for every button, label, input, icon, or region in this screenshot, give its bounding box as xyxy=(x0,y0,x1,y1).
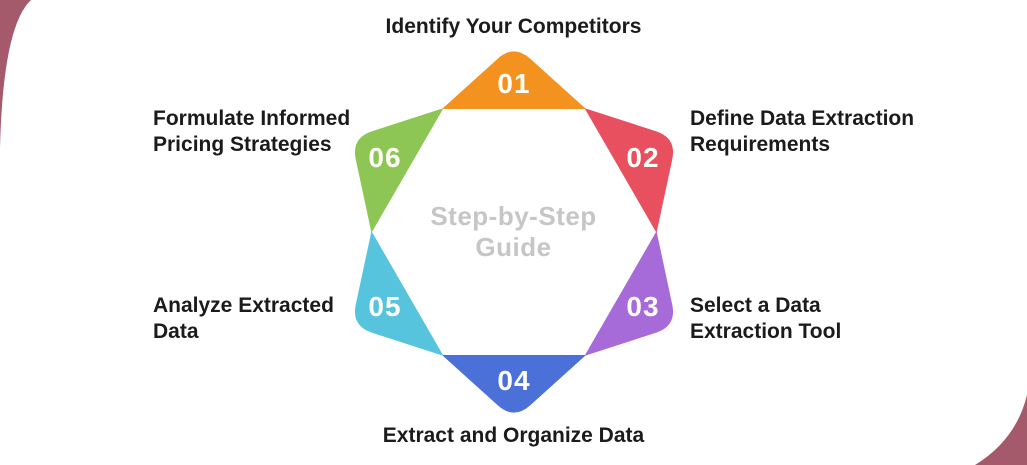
step-06-label-line-1: Formulate Informed xyxy=(153,107,351,130)
center-title-line-1: Step-by-Step xyxy=(430,201,597,231)
step-04-label-line-1: Extract and Organize Data xyxy=(382,424,645,447)
step-02-label-line-2: Requirements xyxy=(690,133,831,156)
step-01-label: Identify Your Competitors xyxy=(0,14,1027,40)
corner-decoration-bottom-right xyxy=(975,395,1027,465)
step-01-number-badge: 01 xyxy=(497,68,531,99)
step-06-number-badge: 06 xyxy=(368,142,402,173)
step-03-label-line-1: Select a Data xyxy=(690,294,821,317)
step-04-label: Extract and Organize Data xyxy=(0,423,1027,449)
corner-decoration-top-left xyxy=(0,0,31,148)
center-title-line-2: Guide xyxy=(475,232,552,262)
step-06-label-line-2: Pricing Strategies xyxy=(153,133,332,156)
step-02-label-line-1: Define Data Extraction xyxy=(690,107,915,130)
step-03-label: Select a Data Extraction Tool xyxy=(690,293,841,345)
center-title: Step-by-Step Guide xyxy=(0,201,1027,263)
step-03-triangle xyxy=(584,231,673,356)
step-04-number-badge: 04 xyxy=(497,365,531,396)
step-02-triangle xyxy=(584,108,673,233)
step-05-label: Analyze Extracted Data xyxy=(153,293,334,345)
step-02-number-badge: 02 xyxy=(626,142,660,173)
step-03-label-line-2: Extraction Tool xyxy=(690,320,842,343)
step-05-number-badge: 05 xyxy=(368,291,402,322)
step-06-label: Formulate Informed Pricing Strategies xyxy=(153,106,350,158)
step-03-number-badge: 03 xyxy=(626,291,660,322)
step-06-triangle xyxy=(355,108,444,233)
step-01-label-line-1: Identify Your Competitors xyxy=(385,15,642,38)
step-05-label-line-1: Analyze Extracted xyxy=(153,294,334,317)
step-01-triangle xyxy=(442,51,586,109)
step-05-triangle xyxy=(355,231,444,356)
step-02-label: Define Data Extraction Requirements xyxy=(690,106,914,158)
step-04-triangle xyxy=(442,355,586,413)
step-05-label-line-2: Data xyxy=(153,320,199,343)
